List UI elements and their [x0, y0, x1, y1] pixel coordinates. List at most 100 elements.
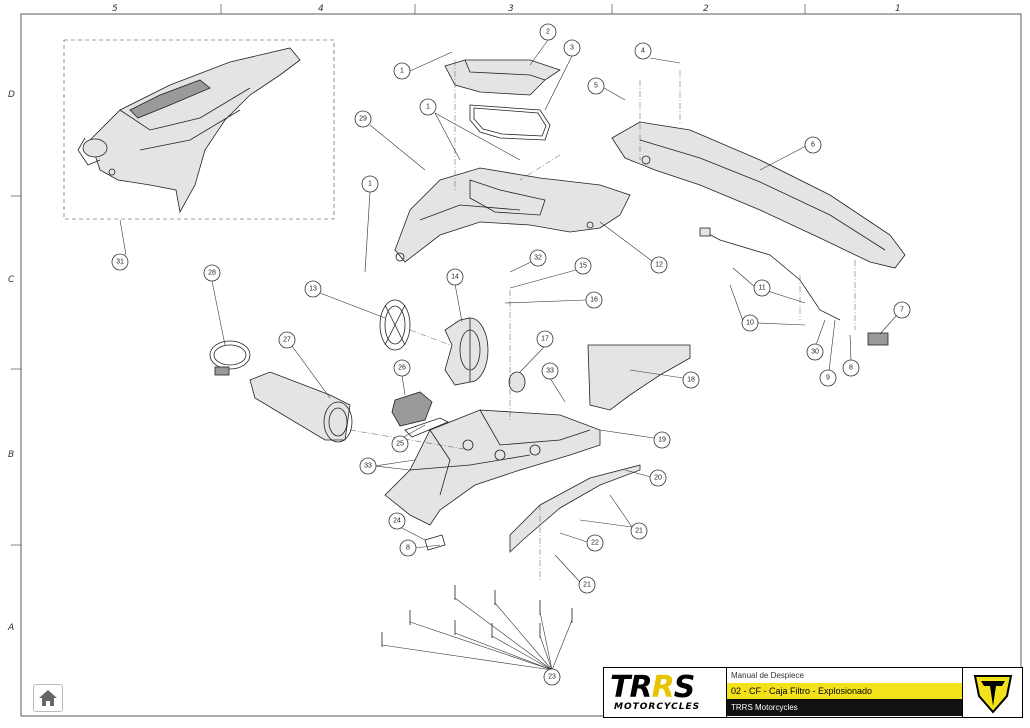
part-7-connector [867, 332, 889, 346]
callout-3[interactable]: 3 [563, 39, 581, 57]
column-label-4: 4 [318, 4, 324, 14]
callout-26[interactable]: 26 [393, 359, 411, 377]
logo-text-tr: TR [610, 670, 653, 705]
svg-text:29: 29 [359, 116, 367, 123]
svg-text:26: 26 [398, 365, 406, 372]
callout-14[interactable]: 14 [446, 268, 464, 286]
svg-text:8: 8 [849, 365, 853, 372]
svg-text:13: 13 [309, 286, 317, 293]
svg-text:16: 16 [590, 297, 598, 304]
part-20-mudflap [509, 464, 641, 553]
callout-8-right[interactable]: 8 [842, 359, 860, 377]
part-14-air-filter [444, 317, 489, 386]
callout-1-left[interactable]: 1 [361, 175, 379, 193]
callout-16[interactable]: 16 [585, 291, 603, 309]
title-block: TRRS MOTORCYCLES Manual de Despiece 02 -… [603, 667, 1023, 718]
callout-17[interactable]: 17 [536, 330, 554, 348]
svg-text:22: 22 [591, 540, 599, 547]
svg-text:3: 3 [570, 45, 574, 52]
callout-27[interactable]: 27 [278, 331, 296, 349]
svg-text:1: 1 [426, 104, 430, 111]
callout-11[interactable]: 11 [753, 279, 771, 297]
callout-25[interactable]: 25 [391, 435, 409, 453]
callout-23[interactable]: 23 [543, 668, 561, 686]
callout-5[interactable]: 5 [587, 77, 605, 95]
column-label-1: 1 [895, 4, 901, 14]
drawing-border [20, 13, 1022, 717]
callout-13[interactable]: 13 [304, 280, 322, 298]
part-2-cover [444, 59, 561, 96]
callout-24[interactable]: 24 [388, 512, 406, 530]
svg-text:2: 2 [546, 29, 550, 36]
svg-text:1: 1 [368, 181, 372, 188]
assembly-centerlines [349, 60, 856, 580]
callout-9[interactable]: 9 [819, 369, 837, 387]
row-label-d: D [8, 90, 15, 100]
callout-31[interactable]: 31 [111, 253, 129, 271]
svg-text:11: 11 [758, 285, 765, 292]
part-6-rear-fender [611, 121, 906, 269]
callout-4[interactable]: 4 [634, 42, 652, 60]
svg-text:10: 10 [746, 320, 754, 327]
svg-text:14: 14 [451, 274, 459, 281]
callout-2[interactable]: 2 [539, 23, 557, 41]
row-label-c: C [8, 275, 15, 285]
svg-text:25: 25 [396, 441, 404, 448]
part-26-sensor [391, 391, 433, 427]
wiring-harness [704, 231, 841, 321]
trrs-logo: TRRS MOTORCYCLES [604, 668, 727, 717]
svg-text:17: 17 [541, 336, 549, 343]
emblem-icon [973, 675, 1013, 714]
svg-text:5: 5 [594, 83, 598, 90]
callout-32[interactable]: 32 [529, 249, 547, 267]
svg-text:31: 31 [116, 259, 124, 266]
column-ticks [11, 4, 806, 546]
callout-12[interactable]: 12 [650, 256, 668, 274]
callout-20[interactable]: 20 [649, 469, 667, 487]
callout-28[interactable]: 28 [203, 264, 221, 282]
svg-text:24: 24 [393, 518, 401, 525]
column-label-2: 2 [703, 4, 709, 14]
part-3-gasket [469, 104, 551, 141]
callout-29[interactable]: 29 [354, 110, 372, 128]
part-3-gasket-inner [473, 107, 547, 137]
svg-text:8: 8 [406, 545, 410, 552]
document-type: Manual de Despiece [731, 671, 804, 680]
callout-33-left[interactable]: 33 [359, 457, 377, 475]
logo-text-s: S [673, 670, 696, 705]
callout-33-mid[interactable]: 33 [541, 362, 559, 380]
part-17-grommet [508, 371, 526, 393]
callout-21-bottom[interactable]: 21 [578, 576, 596, 594]
callout-22[interactable]: 22 [586, 534, 604, 552]
part-27-intake-boot [249, 371, 353, 443]
column-label-3: 3 [508, 4, 514, 14]
svg-text:6: 6 [811, 142, 815, 149]
detail-view-box [63, 39, 335, 220]
callout-18[interactable]: 18 [682, 371, 700, 389]
callout-6[interactable]: 6 [804, 136, 822, 154]
callout-19[interactable]: 19 [653, 431, 671, 449]
callout-7[interactable]: 7 [893, 301, 911, 319]
svg-text:33: 33 [546, 368, 554, 375]
callout-1-middle[interactable]: 1 [419, 98, 437, 116]
logo-text-r: R [651, 670, 675, 705]
part-28-hose-clamp [209, 340, 251, 376]
callout-8-bottom[interactable]: 8 [399, 539, 417, 557]
drawing-title: 02 - CF - Caja Filtro - Explosionado [727, 683, 962, 699]
part-25-bracket [404, 417, 449, 438]
part-18-side-panel [587, 344, 691, 411]
trrs-emblem [962, 668, 1023, 717]
callout-1-top[interactable]: 1 [393, 62, 411, 80]
home-button[interactable] [33, 684, 63, 712]
svg-text:23: 23 [548, 674, 556, 681]
row-label-a: A [7, 623, 14, 633]
callout-15[interactable]: 15 [574, 257, 592, 275]
part-19-airbox-body [384, 409, 601, 526]
home-icon [39, 690, 57, 706]
callout-30[interactable]: 30 [806, 343, 824, 361]
callout-21-right[interactable]: 21 [630, 522, 648, 540]
callout-10[interactable]: 10 [741, 314, 759, 332]
svg-text:27: 27 [283, 337, 291, 344]
svg-text:32: 32 [534, 255, 542, 262]
